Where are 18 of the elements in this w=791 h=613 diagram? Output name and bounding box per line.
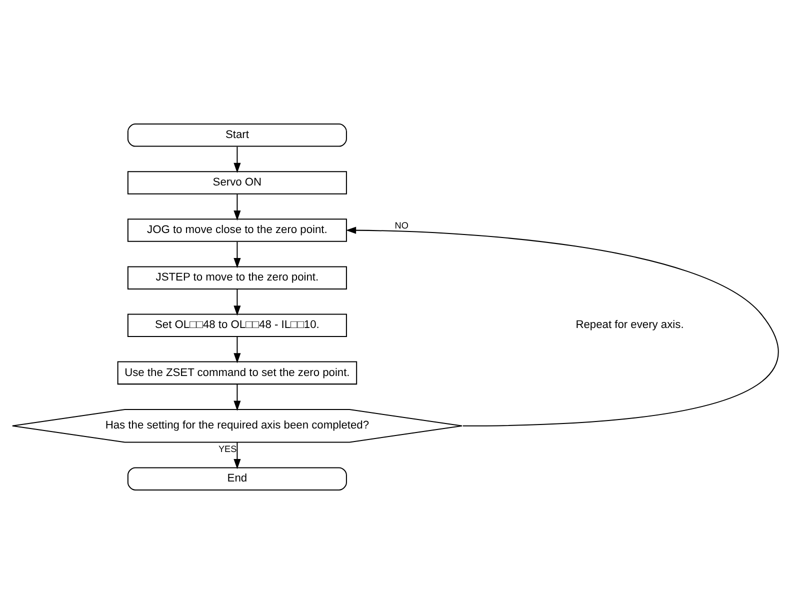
arrow [234, 241, 241, 268]
node-box: Use the ZSET command to set the zero point. [117, 360, 358, 384]
edge-label: YES [218, 443, 237, 454]
node-box: Start [127, 123, 347, 146]
arrow [234, 384, 241, 410]
arrow [234, 146, 241, 173]
label: Repeat for every axis. [576, 318, 684, 331]
arrow [346, 226, 778, 426]
arrow [234, 194, 241, 220]
edge-label: NO [394, 220, 408, 230]
node-box: JOG to move close to the zero point. [127, 218, 347, 242]
node-box: End [127, 466, 347, 490]
arrow [234, 288, 241, 316]
node-box: Servo ON [127, 170, 347, 194]
node-box: JSTEP to move to the zero point. [127, 266, 347, 289]
arrow [234, 336, 241, 363]
node-box: Set OL□□48 to OL□□48 - IL□□10. [127, 313, 347, 337]
arrow [234, 442, 241, 469]
